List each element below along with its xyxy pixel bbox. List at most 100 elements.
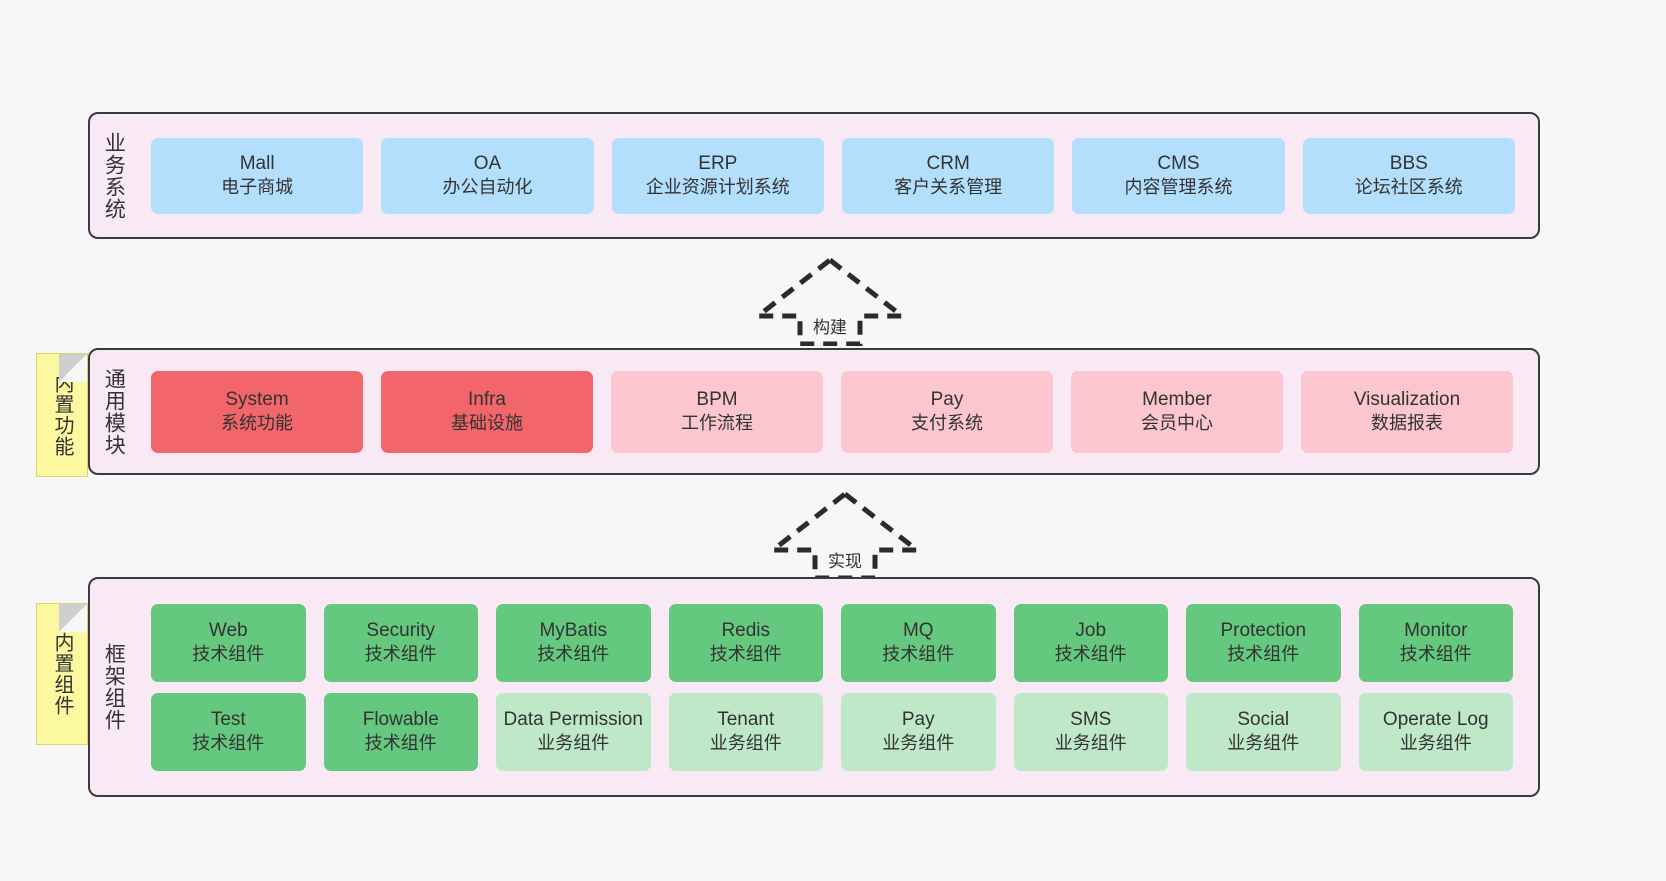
node-title-cn: 业务组件 — [1227, 733, 1300, 754]
node-erp[interactable]: ERP 企业资源计划系统 — [611, 137, 824, 214]
node-operate-log[interactable]: Operate Log 业务组件 — [1358, 692, 1513, 771]
node-title-en: MyBatis — [539, 620, 608, 642]
node-member[interactable]: Member 会员中心 — [1071, 370, 1283, 453]
node-title-cn: 论坛社区系统 — [1354, 177, 1463, 198]
node-title-en: Pay — [930, 389, 964, 411]
build-arrow-shape — [754, 256, 906, 346]
node-infra[interactable]: Infra 基础设施 — [381, 370, 593, 453]
node-title-en: CRM — [926, 153, 970, 175]
node-title-cn: 数据报表 — [1371, 413, 1443, 434]
layer-business-systems: 业务系统 Mall 电子商城 OA 办公自动化 ERP 企业资源计划系统 CRM… — [88, 112, 1540, 239]
node-visualization[interactable]: Visualization 数据报表 — [1301, 370, 1513, 453]
node-crm[interactable]: CRM 客户关系管理 — [841, 137, 1055, 214]
node-title-en: Visualization — [1353, 389, 1461, 411]
note-builtin-features: 内置功能 — [36, 353, 88, 477]
node-title-cn: 系统功能 — [221, 413, 293, 434]
node-title-cn: 电子商城 — [221, 177, 294, 198]
node-pay-module[interactable]: Pay 支付系统 — [841, 370, 1053, 453]
layer-framework-components: 框架组件 Web 技术组件 Security 技术组件 MyBatis 技术组件… — [88, 577, 1540, 797]
build-arrow: 构建 — [754, 256, 906, 346]
node-title-en: BBS — [1389, 153, 1428, 175]
node-test[interactable]: Test 技术组件 — [151, 692, 306, 771]
note-builtin-components: 内置组件 — [36, 603, 88, 745]
node-title-en: MQ — [902, 620, 934, 642]
node-title-en: Mall — [239, 153, 275, 175]
node-title-cn: 技术组件 — [537, 644, 610, 665]
node-title-en: Flowable — [362, 709, 439, 731]
layer-common-modules: 通用模块 System 系统功能 Infra 基础设施 BPM 工作流程 Pay… — [88, 348, 1540, 475]
node-title-cn: 技术组件 — [192, 733, 265, 754]
node-title-en: Test — [210, 709, 246, 731]
node-title-cn: 会员中心 — [1141, 413, 1213, 434]
node-bbs[interactable]: BBS 论坛社区系统 — [1302, 137, 1515, 214]
node-title-cn: 技术组件 — [364, 644, 437, 665]
node-title-en: Web — [208, 620, 248, 642]
node-title-cn: 支付系统 — [911, 413, 983, 434]
node-title-en: System — [225, 389, 289, 411]
node-title-cn: 技术组件 — [1399, 644, 1472, 665]
node-title-cn: 业务组件 — [1054, 733, 1127, 754]
implement-arrow-label: 实现 — [828, 552, 862, 571]
node-title-en: SMS — [1070, 709, 1112, 731]
node-monitor[interactable]: Monitor 技术组件 — [1358, 603, 1513, 682]
node-title-cn: 业务组件 — [709, 733, 782, 754]
node-protection[interactable]: Protection 技术组件 — [1186, 603, 1341, 682]
node-title-en: Security — [366, 620, 436, 642]
node-title-cn: 工作流程 — [681, 413, 753, 434]
node-mall[interactable]: Mall 电子商城 — [151, 137, 364, 214]
node-mybatis[interactable]: MyBatis 技术组件 — [496, 603, 651, 682]
node-title-en: Social — [1237, 709, 1290, 731]
node-title-en: Infra — [467, 389, 507, 411]
layer-body-common-modules: System 系统功能 Infra 基础设施 BPM 工作流程 Pay 支付系统… — [136, 350, 1538, 473]
node-title-en: Monitor — [1404, 620, 1468, 642]
node-security[interactable]: Security 技术组件 — [323, 603, 478, 682]
implement-arrow: 实现 — [769, 490, 921, 580]
node-title-en: Redis — [721, 620, 771, 642]
node-system[interactable]: System 系统功能 — [151, 370, 363, 453]
node-tenant[interactable]: Tenant 业务组件 — [668, 692, 823, 771]
node-title-cn: 基础设施 — [451, 413, 523, 434]
layer-body-framework-components: Web 技术组件 Security 技术组件 MyBatis 技术组件 Redi… — [136, 579, 1538, 795]
node-title-en: BPM — [696, 389, 738, 411]
layer-title-framework-components: 框架组件 — [102, 643, 126, 731]
node-social[interactable]: Social 业务组件 — [1186, 692, 1341, 771]
node-redis[interactable]: Redis 技术组件 — [668, 603, 823, 682]
node-title-en: Job — [1075, 620, 1107, 642]
node-title-cn: 业务组件 — [882, 733, 955, 754]
node-title-en: Operate Log — [1382, 709, 1489, 731]
node-title-cn: 内容管理系统 — [1124, 177, 1233, 198]
node-bpm[interactable]: BPM 工作流程 — [611, 370, 823, 453]
node-title-cn: 企业资源计划系统 — [645, 177, 790, 198]
node-title-en: Protection — [1220, 620, 1307, 642]
node-title-cn: 技术组件 — [1227, 644, 1300, 665]
node-web[interactable]: Web 技术组件 — [151, 603, 306, 682]
node-title-en: CMS — [1157, 153, 1200, 175]
node-cms[interactable]: CMS 内容管理系统 — [1072, 137, 1285, 214]
node-mq[interactable]: MQ 技术组件 — [841, 603, 996, 682]
note-builtin-features-label: 内置功能 — [51, 373, 73, 457]
build-arrow-label: 构建 — [813, 318, 847, 337]
node-data-permission[interactable]: Data Permission 业务组件 — [496, 692, 651, 771]
node-title-cn: 办公自动化 — [442, 177, 533, 198]
framework-row-biz: Test 技术组件 Flowable 技术组件 Data Permission … — [142, 692, 1522, 771]
node-title-en: Data Permission — [503, 709, 643, 731]
node-title-cn: 技术组件 — [364, 733, 437, 754]
node-title-en: ERP — [698, 153, 738, 175]
node-title-cn: 业务组件 — [1399, 733, 1472, 754]
node-sms[interactable]: SMS 业务组件 — [1013, 692, 1168, 771]
node-title-cn: 技术组件 — [1054, 644, 1127, 665]
node-title-cn: 技术组件 — [192, 644, 265, 665]
node-title-cn: 技术组件 — [709, 644, 782, 665]
node-job[interactable]: Job 技术组件 — [1013, 603, 1168, 682]
node-pay-component[interactable]: Pay 业务组件 — [841, 692, 996, 771]
layer-title-common-modules: 通用模块 — [102, 367, 126, 456]
node-title-cn: 业务组件 — [537, 733, 610, 754]
note-builtin-components-label: 内置组件 — [51, 632, 73, 716]
layer-body-business-systems: Mall 电子商城 OA 办公自动化 ERP 企业资源计划系统 CRM 客户关系… — [136, 114, 1538, 237]
node-flowable[interactable]: Flowable 技术组件 — [323, 692, 478, 771]
node-title-en: Tenant — [717, 709, 775, 731]
node-oa[interactable]: OA 办公自动化 — [381, 137, 594, 214]
node-title-cn: 客户关系管理 — [894, 177, 1003, 198]
node-title-en: OA — [473, 153, 502, 175]
